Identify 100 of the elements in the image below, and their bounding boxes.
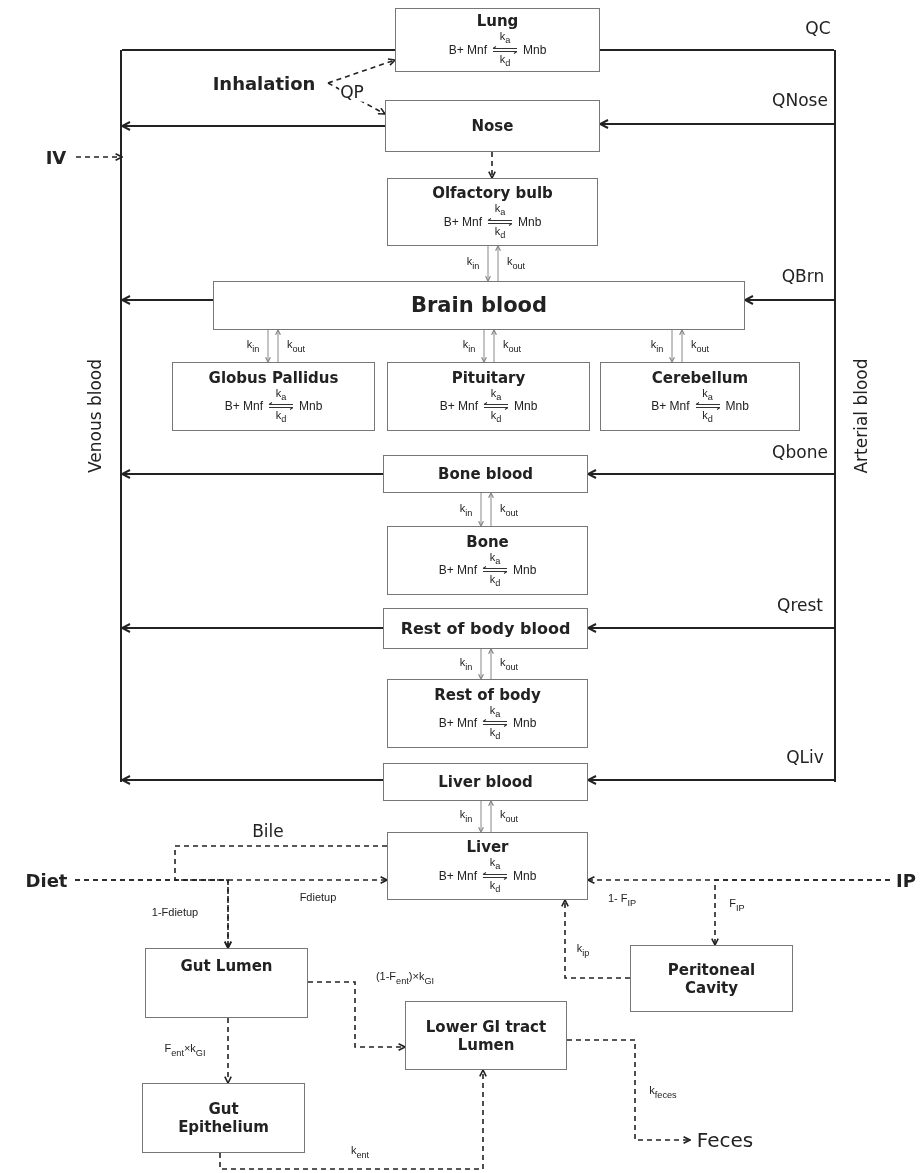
equation-term: B+ Mnf: [443, 214, 482, 229]
compartment-box: [395, 8, 600, 72]
rate-constant: k$_{d}$: [489, 574, 501, 589]
edge-label: k$_{out}$: [498, 502, 520, 518]
rate-constant: k$_{d}$: [489, 727, 501, 742]
equation-term: Mnb: [513, 563, 537, 577]
edge-label: k$_{ip}$: [575, 942, 591, 958]
flow-arrow: [121, 469, 384, 479]
rate-constant: k$_{a}$: [494, 203, 506, 218]
flow-arrow: [307, 981, 406, 1051]
rate-constant: k$_{a}$: [275, 387, 287, 402]
compartment-title: Cerebellum: [651, 368, 749, 387]
route-label: Inhalation: [200, 70, 328, 96]
compartment-box: [387, 178, 598, 246]
equation-term: B+ Mnf: [651, 399, 690, 413]
transfer-arrow: [488, 492, 494, 527]
transfer-arrow: [478, 800, 484, 833]
edge-label: (1-F$_{ent}$)×k$_{GI}$: [374, 970, 436, 986]
transfer-arrow: [495, 245, 501, 282]
flow-line: [599, 49, 835, 51]
edge-label: Qbone: [771, 442, 829, 462]
edge-label: k$_{in}$: [461, 338, 477, 354]
flow-arrow: [587, 469, 835, 479]
edge-label: k$_{in}$: [649, 338, 665, 354]
edge-label: k$_{in}$: [245, 338, 261, 354]
rate-constant: k$_{d}$: [499, 53, 511, 68]
compartment-box: [385, 100, 600, 152]
compartment-title: Gut Epithelium: [177, 1100, 270, 1136]
compartment-box: [630, 945, 793, 1012]
compartment-box: [387, 679, 588, 748]
compartment-box: [383, 455, 588, 493]
edge-label: QP: [339, 82, 365, 102]
edge-label: k$_{out}$: [505, 255, 527, 271]
flow-arrow: [224, 1017, 232, 1084]
flow-arrow: [566, 1039, 691, 1144]
flow-arrow: [75, 153, 123, 161]
edge-label: 1- F$_{IP}$: [606, 892, 638, 908]
equation-term: Mnb: [725, 399, 749, 413]
compartment-box: [387, 832, 588, 900]
transfer-arrow: [485, 245, 491, 282]
compartment-box: [600, 362, 800, 431]
transfer-arrow: [481, 329, 487, 363]
rate-constant: k$_{a}$: [499, 31, 511, 46]
rate-constant: k$_{a}$: [489, 857, 501, 872]
compartment-box: [405, 1001, 567, 1070]
equation-term: Mnb: [523, 42, 547, 57]
edge-label: Fdietup: [298, 890, 338, 904]
edge-label: k$_{in}$: [465, 255, 481, 271]
flow-arrow: [121, 121, 386, 131]
edge-label: k$_{out}$: [501, 338, 523, 354]
equation-term: B+ Mnf: [448, 42, 487, 57]
flow-arrow: [327, 58, 396, 84]
compartment-title: Rest of body: [434, 685, 541, 704]
flow-arrow: [587, 623, 835, 633]
transfer-arrow: [491, 329, 497, 363]
edge-label: k$_{ent}$: [349, 1144, 371, 1160]
equation-term: Mnb: [514, 399, 538, 413]
equation-term: Mnb: [513, 716, 537, 730]
compartment-title: Lung: [476, 12, 519, 31]
edge-label: k$_{out}$: [498, 808, 520, 824]
compartment-title: Globus Pallidus: [208, 368, 339, 387]
compartment-title: Liver blood: [438, 773, 533, 791]
flow-arrow: [121, 775, 384, 785]
flow-arrow: [744, 295, 835, 305]
equation-term: B+ Mnf: [439, 399, 478, 413]
pool-label: Venous blood: [85, 358, 105, 474]
compartment-title: Gut Lumen: [180, 957, 273, 975]
edge-label: k$_{feces}$: [648, 1084, 678, 1100]
compartment-box: [145, 948, 308, 1018]
edge-label: k$_{out}$: [689, 338, 711, 354]
compartment-title: Liver: [466, 838, 509, 857]
compartment-title: Nose: [471, 117, 514, 135]
rate-constant: k$_{a}$: [489, 551, 501, 566]
equation-term: B+ Mnf: [224, 399, 263, 413]
route-label: IV: [36, 144, 76, 170]
flow-arrow: [587, 775, 835, 785]
equation-term: B+ Mnf: [438, 868, 477, 883]
flow-arrow: [599, 119, 835, 129]
compartment-title: Lower GI tract Lumen: [424, 1017, 548, 1054]
compartment-title: Olfactory bulb: [432, 184, 553, 203]
rate-constant: k$_{d}$: [702, 410, 713, 425]
rate-constant: k$_{a}$: [490, 387, 502, 402]
rate-constant: k$_{d}$: [275, 410, 287, 425]
edge-label: QBrn: [780, 266, 826, 286]
transfer-arrow: [488, 648, 494, 680]
transfer-arrow: [679, 329, 685, 363]
compartment-box: [213, 281, 745, 330]
edge-label: F$_{ent}$×k$_{GI}$: [163, 1042, 207, 1058]
route-label: IP: [890, 867, 922, 893]
compartment-title: Bone: [466, 532, 509, 551]
flow-arrow: [121, 623, 384, 633]
transfer-arrow: [478, 648, 484, 680]
compartment-box: [172, 362, 375, 431]
edge-label: F$_{IP}$: [728, 897, 746, 913]
rate-constant: k$_{a}$: [489, 704, 501, 719]
route-label: Diet: [18, 867, 75, 893]
rate-constant: k$_{a}$: [702, 387, 713, 402]
equation-term: B+ Mnf: [438, 716, 477, 730]
compartment-title: Pituitary: [451, 368, 526, 387]
compartment-box: [383, 608, 588, 649]
